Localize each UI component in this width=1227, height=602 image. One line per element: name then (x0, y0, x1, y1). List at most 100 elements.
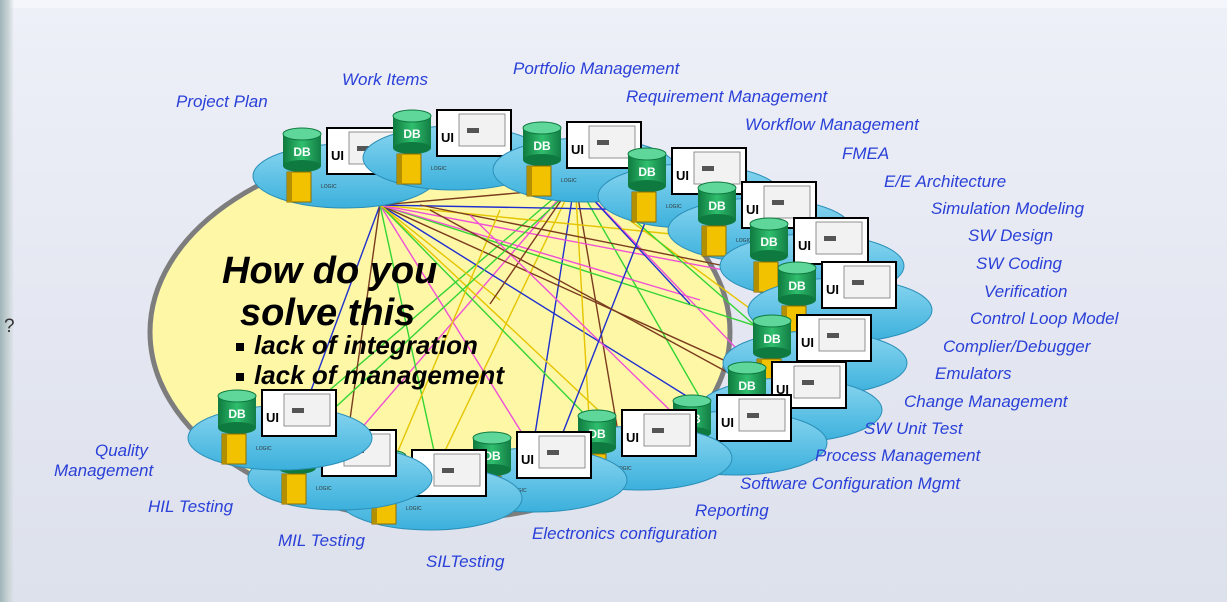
left-edge-decoration (0, 0, 14, 602)
label-siltesting: SILTesting (426, 552, 505, 571)
connection-line (299, 199, 561, 441)
top-strip (0, 0, 1227, 8)
connection-line (379, 204, 601, 431)
ui-label: UI (331, 148, 344, 163)
bullet-item: lack of integration (236, 330, 478, 361)
db-label: DB (763, 332, 781, 346)
ui-window-icon: UI (716, 394, 792, 442)
ui-label: UI (441, 130, 454, 145)
label-emulators: Emulators (935, 364, 1012, 383)
bullet-item: lack of management (236, 360, 504, 391)
ui-label: UI (721, 415, 734, 430)
ui-label: UI (521, 452, 534, 467)
logic-book-icon: LOGIC (281, 473, 332, 505)
label-sw-coding: SW Coding (976, 254, 1062, 273)
connection-line (334, 179, 576, 460)
label-project-plan: Project Plan (176, 92, 268, 111)
logic-book-icon: LOGIC (286, 171, 337, 203)
ui-window-icon: UI (771, 361, 847, 409)
bullet-text: lack of management (254, 360, 504, 390)
connection-line (379, 204, 441, 479)
connection-line (289, 179, 576, 425)
label-hil-testing: HIL Testing (148, 497, 234, 516)
bullet-text: lack of integration (254, 330, 478, 360)
logic-book-icon: LOGIC (526, 165, 577, 197)
logic-label: LOGIC (406, 506, 422, 512)
ui-window-icon: UI (821, 261, 897, 309)
db-label: DB (638, 165, 656, 179)
tool-node: DB UI LOGIC (187, 389, 373, 471)
label-process-management: Process Management (815, 446, 981, 465)
label-sw-design: SW Design (968, 226, 1054, 245)
label-mil-testing: MIL Testing (278, 531, 365, 550)
connection-line (379, 204, 501, 301)
db-label: DB (533, 139, 551, 153)
connection-line (379, 204, 791, 391)
ui-window-icon: UI (436, 109, 512, 157)
logic-label: LOGIC (561, 178, 577, 184)
database-icon: DB (697, 181, 737, 226)
logic-book-icon: LOGIC (631, 191, 682, 223)
label-electronics-configuration: Electronics configuration (532, 524, 718, 543)
headline-line-2: solve this (240, 292, 416, 334)
connection-lines (289, 177, 841, 483)
ui-window-icon: UI (796, 314, 872, 362)
connection-line (574, 179, 621, 445)
label-sw-unit-test: SW Unit Test (864, 419, 963, 438)
database-icon: DB (749, 217, 789, 262)
database-icon: DB (217, 389, 257, 434)
db-label: DB (483, 449, 501, 463)
ui-label: UI (571, 142, 584, 157)
logic-label: LOGIC (736, 238, 752, 244)
label-work-items: Work Items (342, 70, 428, 89)
label-change-management: Change Management (904, 392, 1068, 411)
logic-label: LOGIC (321, 184, 337, 190)
ui-window-icon: UI (621, 409, 697, 457)
label-requirement-management: Requirement Management (626, 87, 828, 106)
connection-line (379, 204, 816, 346)
label-complier-debugger: Complier/Debugger (943, 337, 1091, 356)
bullet-marker (236, 373, 244, 382)
logic-book-icon: LOGIC (221, 433, 272, 465)
ui-label: UI (826, 282, 839, 297)
label-software-configuration-mgmt: Software Configuration Mgmt (740, 474, 961, 493)
tool-node: DB UI LOGIC (597, 147, 783, 229)
db-label: DB (788, 279, 806, 293)
database-icon: DB (282, 127, 322, 172)
ui-window-icon: UI (793, 217, 869, 265)
ui-label: UI (776, 382, 789, 397)
connection-line (299, 204, 381, 421)
connection-line (574, 179, 716, 425)
connection-line (379, 204, 541, 463)
db-label: DB (228, 407, 246, 421)
logic-label: LOGIC (616, 466, 632, 472)
ui-label: UI (798, 238, 811, 253)
ui-label: UI (746, 202, 759, 217)
connection-line (559, 209, 651, 441)
label-management: Management (54, 461, 154, 480)
label-fmea: FMEA (842, 144, 890, 163)
connection-line (469, 214, 681, 421)
label-ee-architecture: E/E Architecture (884, 172, 1007, 191)
ui-label: UI (266, 410, 279, 425)
connection-line (379, 204, 726, 421)
logic-book-icon: LOGIC (701, 225, 752, 257)
ui-window-icon: UI (261, 389, 337, 437)
database-icon: DB (392, 109, 432, 154)
logic-label: LOGIC (256, 446, 272, 452)
database-icon: DB (777, 261, 817, 306)
label-simulation-modeling: Simulation Modeling (931, 199, 1085, 218)
db-label: DB (708, 199, 726, 213)
database-icon: DB (522, 121, 562, 166)
label-verification: Verification (984, 282, 1068, 301)
logic-label: LOGIC (666, 204, 682, 210)
logic-book-icon: LOGIC (396, 153, 447, 185)
logic-label: LOGIC (431, 166, 447, 172)
database-icon: DB (752, 314, 792, 359)
ui-label: UI (801, 335, 814, 350)
label-portfolio-management: Portfolio Management (513, 59, 680, 78)
ui-label: UI (676, 168, 689, 183)
